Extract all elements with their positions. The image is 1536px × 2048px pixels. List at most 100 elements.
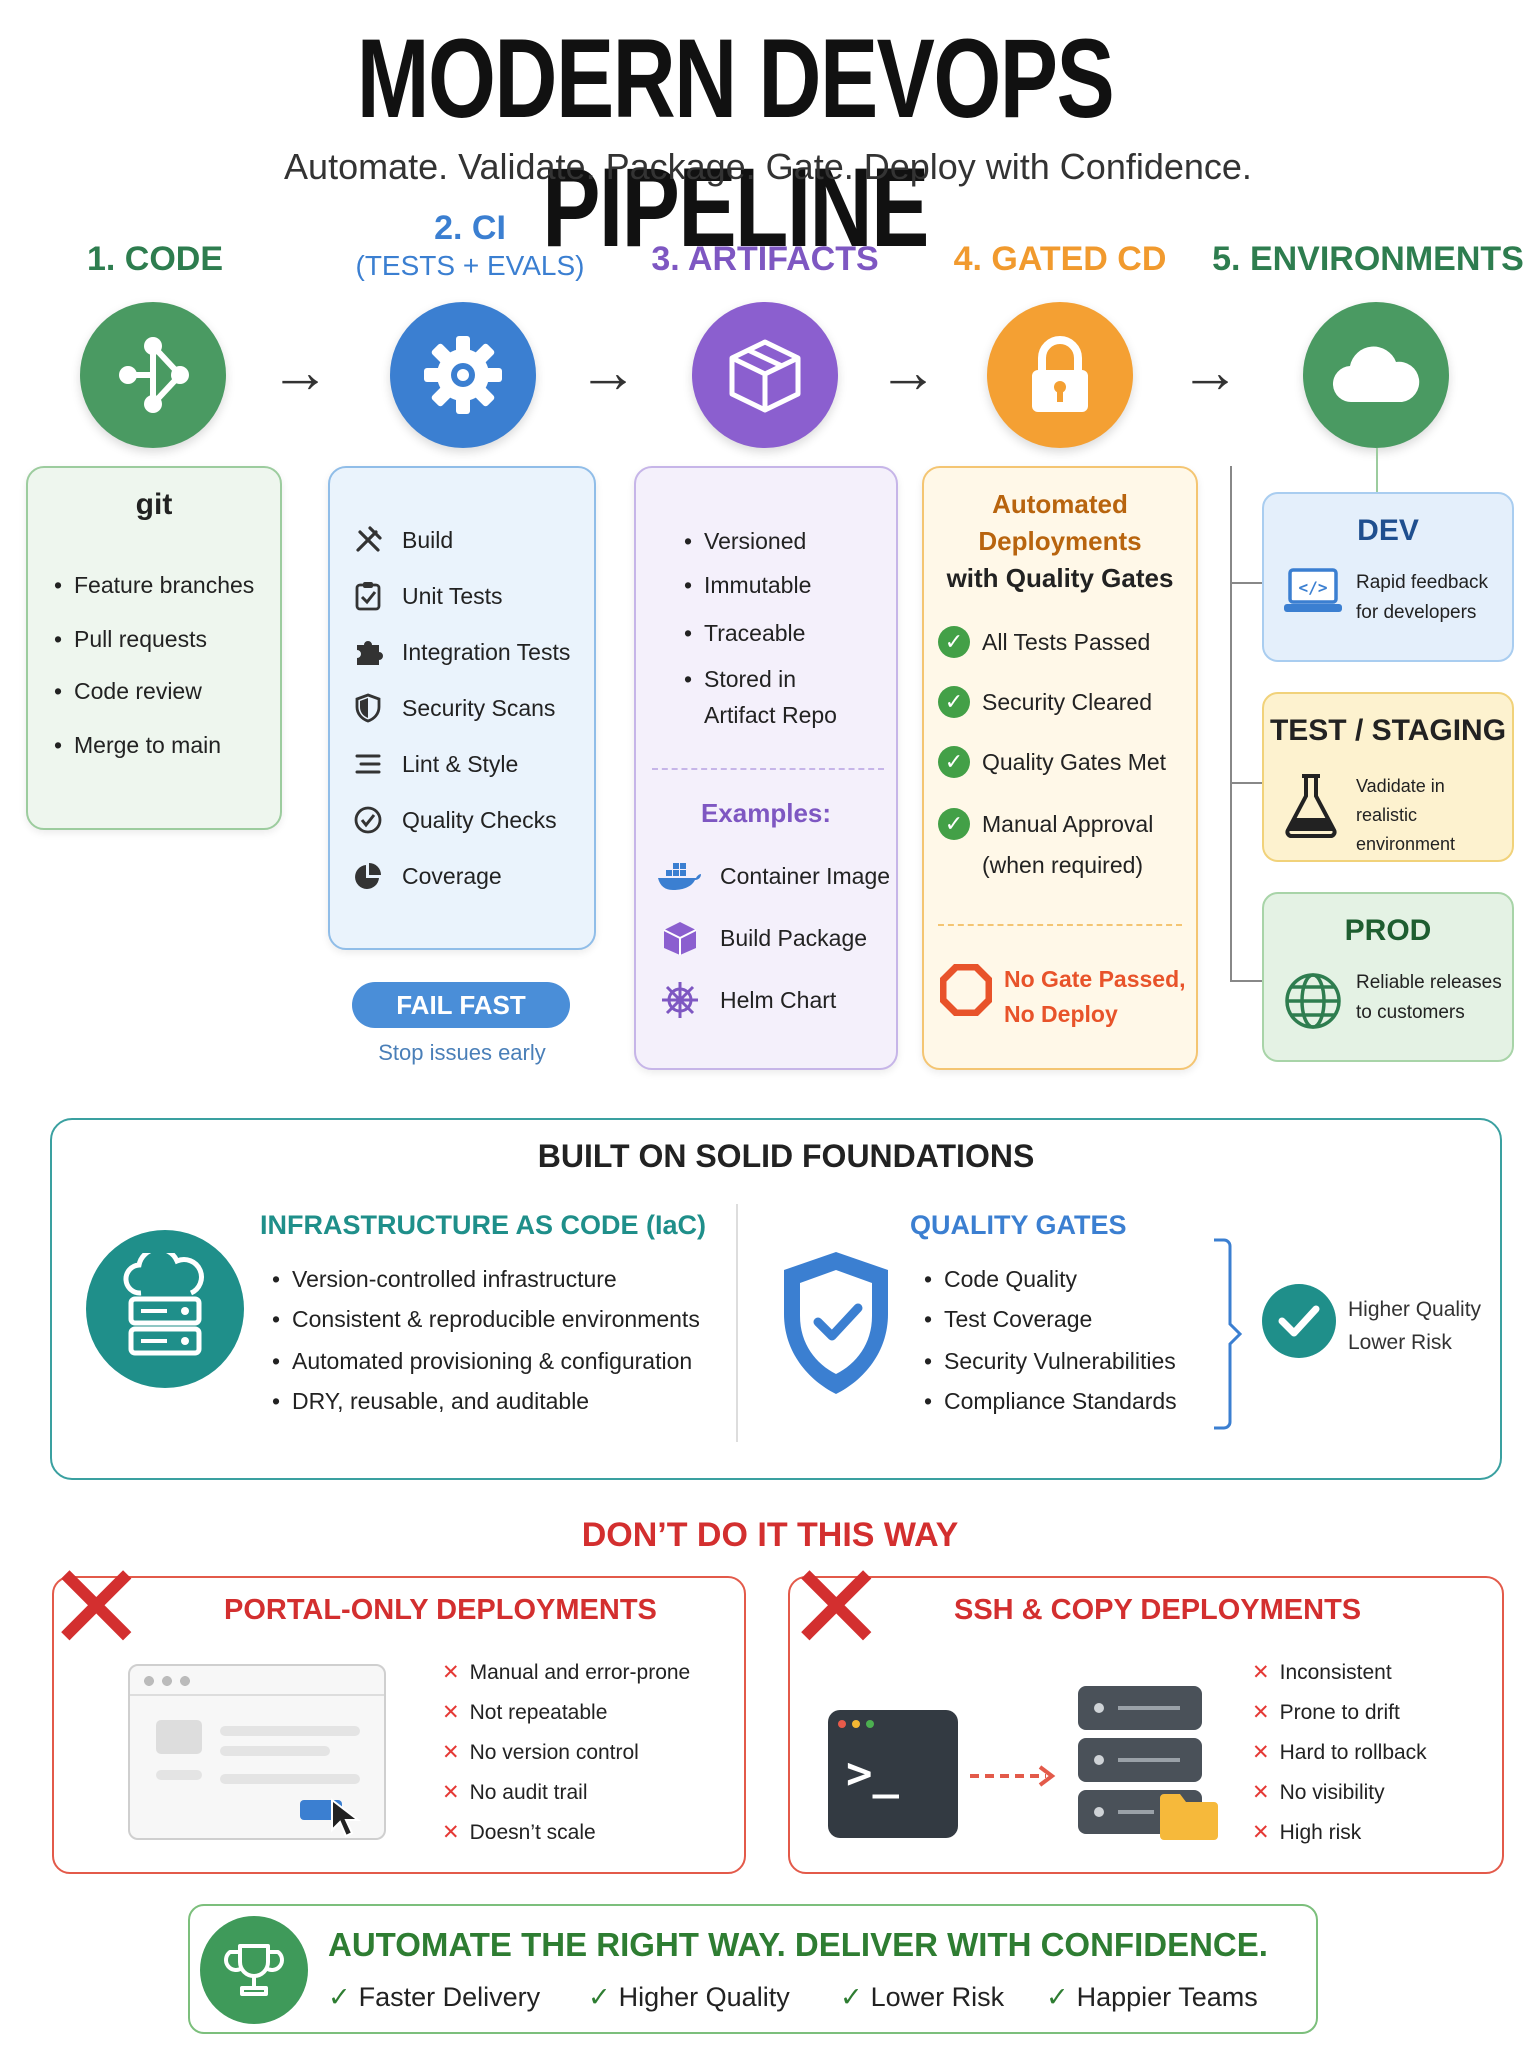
benefit-label: Faster Delivery [358,1982,541,2012]
cd-check-label: Manual Approval [982,810,1154,837]
browser-line [220,1746,330,1756]
ci-item-label: Security Scans [402,694,556,721]
server-slot [1118,1706,1180,1710]
example-helm-chart: Helm Chart [658,980,836,1020]
env-desc-line: Rapid feedback [1356,572,1489,593]
ci-item-label: Coverage [402,862,502,889]
iac-item: Automated provisioning & configuration [272,1348,692,1375]
example-container-image: Container Image [658,860,890,892]
browser-line [220,1774,360,1784]
env-tree-trunk [1230,466,1232,980]
benefit-item: ✓Higher Quality [588,1982,790,2013]
arrow-artifacts-cd: → [878,338,938,405]
git-heading: git [135,488,173,521]
ssh-item: ✕Prone to drift [1252,1700,1400,1725]
env-title: PROD [1344,914,1432,947]
x-icon: ✕ [442,1661,460,1684]
iac-server-cloud-icon [86,1230,244,1388]
stage-code-title: 1. CODE [86,240,224,278]
portal-item-label: Manual and error-prone [469,1661,691,1684]
page-subtitle: Automate. Validate. Package. Gate. Deplo… [284,146,1252,187]
ci-card: Build Unit Tests Integration Tests Secur… [328,466,596,950]
puzzle-icon [357,641,383,665]
flask-icon [1285,774,1337,838]
cd-heading-bold: with Quality Gates [946,562,1174,593]
arrow-ci-artifacts: → [578,338,638,405]
x-icon: ✕ [1252,1781,1270,1804]
env-desc-line: to customers [1356,1002,1465,1024]
arrow-cd-env: → [1180,338,1240,405]
benefit-label: Higher Quality [618,1982,790,2012]
cd-heading: Automated Deployments with Quality Gates [924,486,1196,597]
globe-icon [1285,973,1341,1029]
package-icon [663,922,697,955]
iac-item: DRY, reusable, and auditable [272,1388,589,1415]
check-icon: ✓ [938,686,970,718]
ci-item-label: Build [402,526,454,553]
artifact-bullet: Versioned [684,528,806,555]
ci-item-build: Build [352,524,453,556]
ci-item-label: Integration Tests [402,638,571,665]
bottom-title: AUTOMATE THE RIGHT WAY. DELIVER WITH CON… [328,1926,1268,1963]
box-icon [692,302,838,448]
artifacts-divider [652,768,884,770]
qg-item: Code Quality [924,1266,1077,1293]
bottom-banner [188,1904,1318,2034]
folder-icon [1160,1794,1218,1840]
env-desc-line: Vadidate in [1356,776,1445,796]
benefit-item: ✓Faster Delivery [328,1982,540,2013]
examples-label: Examples: [700,798,832,828]
server-light [1094,1703,1104,1713]
server-slot [1118,1810,1154,1814]
stage-ci-title: 2. CI (TESTS + EVALS) [340,208,600,282]
ci-item-label: Lint & Style [402,750,519,777]
cd-check: ✓Security Cleared [938,686,1152,718]
foundations-divider [736,1204,738,1442]
browser-window-icon [128,1664,386,1840]
portal-title: PORTAL-ONLY DEPLOYMENTS [224,1594,657,1626]
code-item: Feature branches [54,572,254,599]
stage-artifacts-title: 3. ARTIFACTS [651,240,879,278]
x-icon: ✕ [1252,1821,1270,1844]
check-icon: ✓ [938,808,970,840]
ssh-item-label: Hard to rollback [1279,1741,1427,1764]
example-label: Build Package [720,924,868,951]
server-light [1094,1755,1104,1765]
ci-item-integration-tests: Integration Tests [352,636,570,668]
portal-item: ✕Not repeatable [442,1700,607,1725]
cd-check: ✓ Manual Approval [938,808,1153,840]
tick-icon: ✓ [588,1982,611,2012]
ci-item-quality-checks: Quality Checks [352,804,557,836]
ssh-item: ✕High risk [1252,1820,1361,1845]
laptop-code-icon: </> [1284,568,1342,612]
artifact-bullet-cont: Artifact Repo [704,702,837,728]
red-x-icon: ✕ [786,1541,887,1675]
browser-block [156,1720,202,1754]
result-line: Higher Quality [1348,1298,1482,1321]
no-gate-text: No Gate Passed, No Deploy [1004,962,1186,1031]
lock-icon [987,302,1133,448]
dashed-arrow-icon [970,1764,1062,1793]
portal-item-label: No version control [469,1741,639,1764]
x-icon: ✕ [442,1701,460,1724]
ssh-item: ✕No visibility [1252,1780,1385,1805]
env-desc-line: realistic environment [1356,804,1456,854]
stage-ci-subtitle: (TESTS + EVALS) [355,249,585,281]
env-card-prod: PROD Reliable releases to customers [1262,892,1514,1062]
env-title: DEV [1357,514,1419,547]
hammer-wrench-icon [356,526,382,552]
check-circle-icon [354,806,382,834]
ci-item-unit-tests: Unit Tests [352,580,503,612]
code-card: git Feature branches Pull requests Code … [26,466,282,830]
env-desc: Reliable releases to customers [1356,968,1502,1029]
browser-line [220,1726,360,1736]
x-icon: ✕ [442,1821,460,1844]
docker-icon [658,863,701,890]
tick-icon: ✓ [1046,1982,1069,2012]
tick-icon: ✓ [840,1982,863,2012]
cd-divider [938,924,1182,926]
portal-item-label: No audit trail [469,1781,588,1804]
benefit-label: Happier Teams [1076,1982,1258,2012]
result-check-icon [1262,1284,1336,1358]
git-branch-icon [80,302,226,448]
